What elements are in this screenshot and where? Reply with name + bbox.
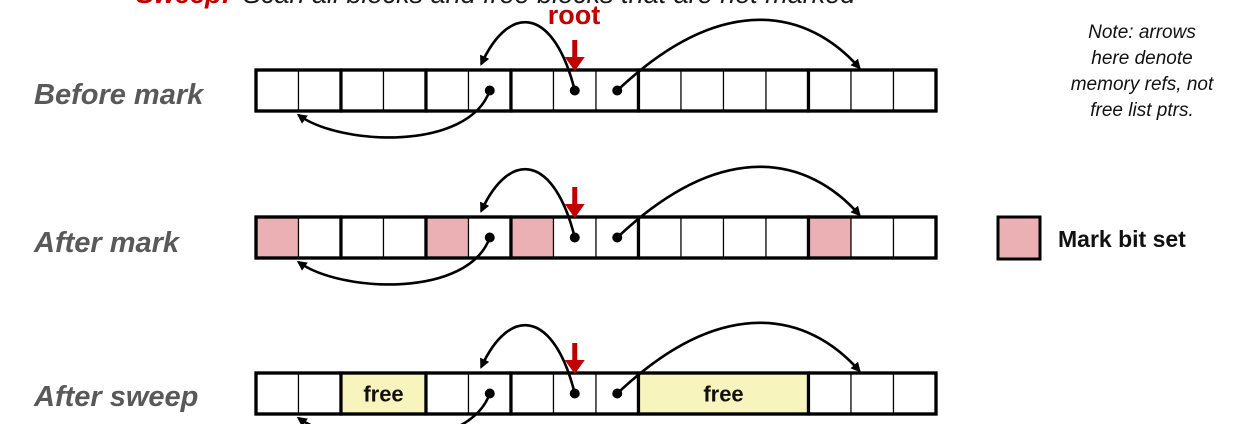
header-word <box>510 216 555 259</box>
header-word <box>340 216 385 259</box>
word-cell <box>850 216 895 259</box>
heap-block <box>424 68 513 113</box>
legend: Mark bit set <box>996 215 1186 261</box>
word-cell <box>680 69 725 112</box>
ref-arrow <box>616 18 861 92</box>
heading-rest: Scan all blocks and free blocks that are… <box>243 0 856 9</box>
heap-block <box>806 68 938 113</box>
header-word <box>425 372 470 415</box>
heap-rows: free free <box>254 68 938 416</box>
row-label-after-sweep: After sweep <box>33 381 198 413</box>
word-cell <box>382 216 427 259</box>
word-cell <box>850 372 895 415</box>
ref-arrow <box>616 321 861 395</box>
row-label-after-mark: After mark <box>33 227 181 259</box>
header-word <box>807 372 852 415</box>
word-cell <box>892 69 937 112</box>
heap-block <box>339 215 428 260</box>
header-word <box>255 372 300 415</box>
note-line: memory refs, not <box>1071 74 1214 95</box>
heap-block <box>636 68 811 113</box>
heap-block <box>806 215 938 260</box>
ref-arrow <box>296 237 491 286</box>
word-cell <box>297 216 342 259</box>
heap-block: free <box>636 371 811 416</box>
word-cell <box>765 216 810 259</box>
note-line: Note: arrows <box>1088 22 1196 43</box>
legend-label: Mark bit set <box>1058 226 1186 252</box>
note-text: Note: arrows here denote memory refs, no… <box>1071 22 1214 121</box>
header-word <box>255 216 300 259</box>
root-arrow-head <box>564 57 585 71</box>
heap-block <box>254 68 343 113</box>
header-word <box>637 69 682 112</box>
heap-block <box>339 68 428 113</box>
heading-emphasis: Sweep: <box>136 0 231 9</box>
heap-block <box>254 215 343 260</box>
row-arrows <box>296 321 861 424</box>
ref-arrow <box>480 168 577 238</box>
word-cell <box>297 372 342 415</box>
heap-frame <box>254 68 938 113</box>
heap-block <box>806 371 938 416</box>
header-word <box>425 216 470 259</box>
ref-arrow <box>616 165 861 239</box>
header-word <box>340 69 385 112</box>
word-cell <box>680 216 725 259</box>
root-arrow-head <box>564 360 585 374</box>
heap-frame <box>254 215 938 260</box>
heap-block <box>424 371 513 416</box>
heap-block <box>254 371 343 416</box>
note-line: here denote <box>1091 48 1192 69</box>
word-cell <box>892 216 937 259</box>
free-fill <box>341 373 426 414</box>
header-word <box>807 69 852 112</box>
word-cell <box>850 69 895 112</box>
header-word <box>510 372 555 415</box>
header-word <box>510 69 555 112</box>
row-label-before-mark: Before mark <box>34 79 205 111</box>
heap-block: free <box>339 371 428 416</box>
header-word <box>425 69 470 112</box>
pointer-arrows <box>296 18 861 424</box>
ref-arrow <box>480 324 577 394</box>
root-label: root <box>548 0 600 30</box>
ref-arrow <box>296 90 491 139</box>
row-arrows <box>296 18 861 139</box>
heap-row: free free <box>254 371 938 416</box>
row-arrows <box>296 165 861 286</box>
ref-arrow <box>296 393 491 424</box>
ref-arrow <box>480 21 577 91</box>
word-cell <box>382 69 427 112</box>
free-label: free <box>363 382 403 407</box>
heap-block <box>424 215 513 260</box>
heap-row <box>254 68 938 113</box>
root-arrow-head <box>564 204 585 218</box>
header-word <box>637 216 682 259</box>
note-line: free list ptrs. <box>1090 100 1193 121</box>
word-cell <box>765 69 810 112</box>
word-cell <box>722 69 767 112</box>
word-cell <box>892 372 937 415</box>
slide-heading: Sweep: Scan all blocks and free blocks t… <box>136 0 856 9</box>
free-label: free <box>703 382 743 407</box>
word-cell <box>722 216 767 259</box>
heap-frame <box>254 371 938 416</box>
free-fill <box>638 373 809 414</box>
heap-block <box>636 215 811 260</box>
header-word <box>807 216 852 259</box>
legend-swatch <box>996 215 1042 261</box>
header-word <box>255 69 300 112</box>
word-cell <box>297 69 342 112</box>
heap-row <box>254 215 938 260</box>
